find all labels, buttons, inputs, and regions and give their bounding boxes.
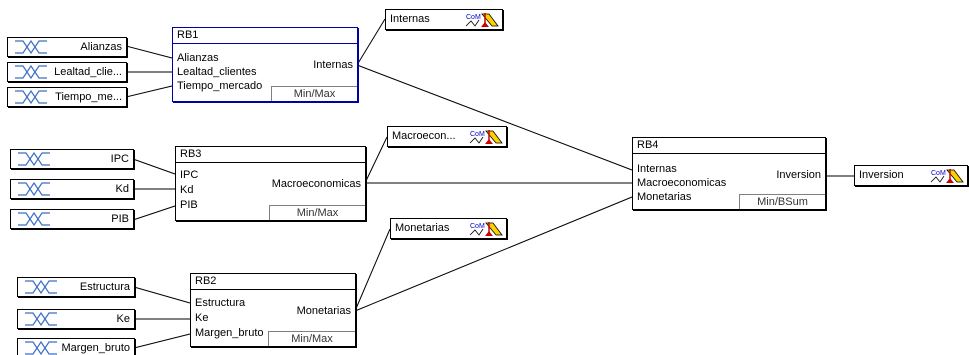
wire-rb1-internas-out: [356, 18, 386, 66]
output-variable-label: Macroecon...: [392, 130, 456, 142]
output-variable-label: Monetarias: [395, 222, 450, 234]
input-variable-estructura[interactable]: Estructura: [17, 277, 135, 297]
membership-function-icon: [18, 182, 50, 196]
input-variable-alianzas[interactable]: Alianzas: [7, 37, 127, 57]
wire-tiempo-rb1: [125, 85, 173, 98]
rule-block-input-label: Tiempo_mercado: [177, 80, 263, 92]
output-variable-internas[interactable]: Internas CoM: [385, 9, 503, 30]
com-icon-text: CoM: [470, 223, 485, 230]
input-variable-kd[interactable]: Kd: [10, 179, 134, 199]
wire-pib-rb3: [132, 205, 176, 221]
output-variable-label: Inversion: [859, 169, 904, 181]
rule-block-output-label: Internas: [313, 59, 353, 71]
input-variable-ipc[interactable]: IPC: [10, 149, 134, 169]
output-variable-label: Internas: [390, 13, 430, 25]
input-variable-label: Margen_bruto: [61, 342, 131, 354]
membership-function-icon: [18, 212, 50, 226]
wire-estructura-rb2: [133, 286, 191, 304]
com-defuzzifier-icon: CoM: [465, 13, 499, 27]
input-variable-label: Tiempo_me...: [55, 91, 122, 103]
rule-block-rb1[interactable]: RB1 Alianzas Lealtad_clientes Tiempo_mer…: [172, 27, 358, 102]
rule-block-rb2[interactable]: RB2 Estructura Ke Margen_bruto Monetaria…: [190, 273, 356, 347]
rule-block-output-label: Inversion: [776, 169, 821, 181]
com-defuzzifier-icon: CoM: [469, 222, 503, 236]
rule-block-rb4[interactable]: RB4 Internas Macroeconomicas Monetarias …: [632, 137, 826, 210]
rule-block-input-label: Lealtad_clientes: [177, 66, 257, 78]
input-variable-label: Kd: [115, 183, 129, 195]
rule-block-title: RB2: [191, 274, 355, 290]
wire-rb2-rb4: [354, 196, 633, 312]
rule-block-input-label: Kd: [180, 184, 194, 196]
membership-function-icon: [15, 90, 47, 104]
wire-rb2-monetarias-out: [354, 228, 391, 312]
rule-block-title: RB1: [173, 28, 357, 44]
rule-block-input-label: Macroeconomicas: [637, 177, 727, 189]
membership-function-icon: [15, 40, 47, 54]
wire-rb1-rb4: [356, 64, 633, 171]
com-defuzzifier-icon: CoM: [930, 169, 964, 183]
com-icon-text: CoM: [466, 14, 481, 21]
com-icon-text: CoM: [470, 131, 485, 138]
rule-block-title: RB4: [633, 138, 825, 154]
output-variable-macroeconomicas[interactable]: Macroecon... CoM: [387, 126, 507, 147]
input-variable-ke[interactable]: Ke: [17, 309, 135, 329]
input-variable-label: Alianzas: [80, 41, 122, 53]
rule-block-input-label: Margen_bruto: [195, 327, 264, 339]
input-variable-tiempo-mercado[interactable]: Tiempo_me...: [7, 87, 127, 107]
wire-rb3-macro-out: [364, 136, 388, 184]
rule-block-input-label: PIB: [180, 199, 198, 211]
input-variable-label: Lealtad_clie...: [54, 66, 122, 78]
input-variable-lealtad-clientes[interactable]: Lealtad_clie...: [7, 62, 127, 82]
rule-block-input-label: Ke: [195, 312, 209, 324]
com-defuzzifier-icon: CoM: [469, 130, 503, 144]
wire-ipc-rb3: [132, 158, 176, 175]
input-variable-label: Ke: [116, 313, 130, 325]
input-variable-pib[interactable]: PIB: [10, 209, 134, 229]
output-variable-inversion[interactable]: Inversion CoM: [854, 165, 968, 186]
membership-function-icon: [25, 341, 57, 355]
rule-block-input-label: Alianzas: [177, 52, 219, 64]
membership-function-icon: [25, 312, 57, 326]
rule-block-operator: Min/Max: [271, 86, 357, 101]
rule-block-input-label: Estructura: [195, 297, 246, 309]
rule-block-operator: Min/BSum: [739, 194, 825, 209]
input-variable-margen-bruto[interactable]: Margen_bruto: [17, 338, 135, 355]
com-icon-text: CoM: [931, 170, 946, 177]
input-variable-label: Estructura: [79, 281, 130, 293]
rule-block-output-label: Monetarias: [296, 305, 351, 317]
membership-function-icon: [15, 65, 47, 79]
rule-block-operator: Min/Max: [269, 205, 365, 220]
wire-margen-rb2: [133, 333, 191, 349]
membership-function-icon: [18, 152, 50, 166]
rule-block-input-label: Monetarias: [637, 191, 692, 203]
membership-function-icon: [25, 280, 57, 294]
rule-block-output-label: Macroeconomicas: [271, 178, 361, 190]
input-variable-label: PIB: [111, 213, 129, 225]
rule-block-title: RB3: [176, 147, 365, 163]
rule-block-operator: Min/Max: [268, 331, 355, 346]
wire-alianzas-rb1: [125, 45, 173, 59]
input-variable-label: IPC: [110, 153, 129, 165]
output-variable-monetarias[interactable]: Monetarias CoM: [390, 218, 507, 239]
rule-block-input-label: IPC: [180, 169, 199, 181]
rule-block-rb3[interactable]: RB3 IPC Kd PIB Macroeconomicas Min/Max: [175, 146, 366, 221]
rule-block-input-label: Internas: [637, 163, 677, 175]
